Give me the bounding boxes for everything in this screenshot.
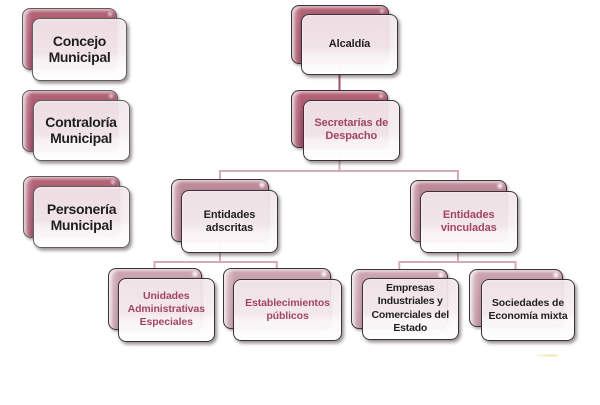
node-front-card: Concejo Municipal [32, 18, 127, 81]
node-front-card: Unidades Administrativas Especiales [117, 277, 215, 342]
node-label: Establecimientos públicos [245, 296, 330, 322]
node-front-card: Entidades vinculadas [420, 190, 518, 253]
node-front-card: Entidades adscritas [181, 190, 278, 253]
node-front-card: Sociedades de Economía mixta [481, 278, 575, 341]
node-front-card: Empresas Industriales y Comerciales del … [362, 278, 459, 340]
node-label: Empresas Industriales y Comerciales del … [371, 281, 450, 335]
node-label: Personería Municipal [46, 200, 117, 233]
node-front-card: Establecimientos públicos [233, 279, 342, 341]
node-label: Contraloría Municipal [45, 114, 117, 147]
yellow-highlight-smudge [533, 353, 559, 357]
node-front-card: Secretarías de Despacho [302, 99, 400, 161]
node-front-card: Alcaldía [301, 14, 398, 75]
node-label: Unidades Administrativas Especiales [127, 290, 205, 328]
node-label: Entidades vinculadas [440, 208, 497, 234]
node-label: Sociedades de Economía mixta [488, 296, 568, 322]
node-front-card: Contraloría Municipal [32, 99, 130, 161]
node-label: Concejo Municipal [48, 33, 111, 66]
node-label: Entidades adscritas [203, 208, 256, 234]
node-front-card: Personería Municipal [33, 185, 130, 248]
node-label: Alcaldía [328, 37, 371, 50]
node-label: Secretarías de Despacho [314, 117, 389, 142]
